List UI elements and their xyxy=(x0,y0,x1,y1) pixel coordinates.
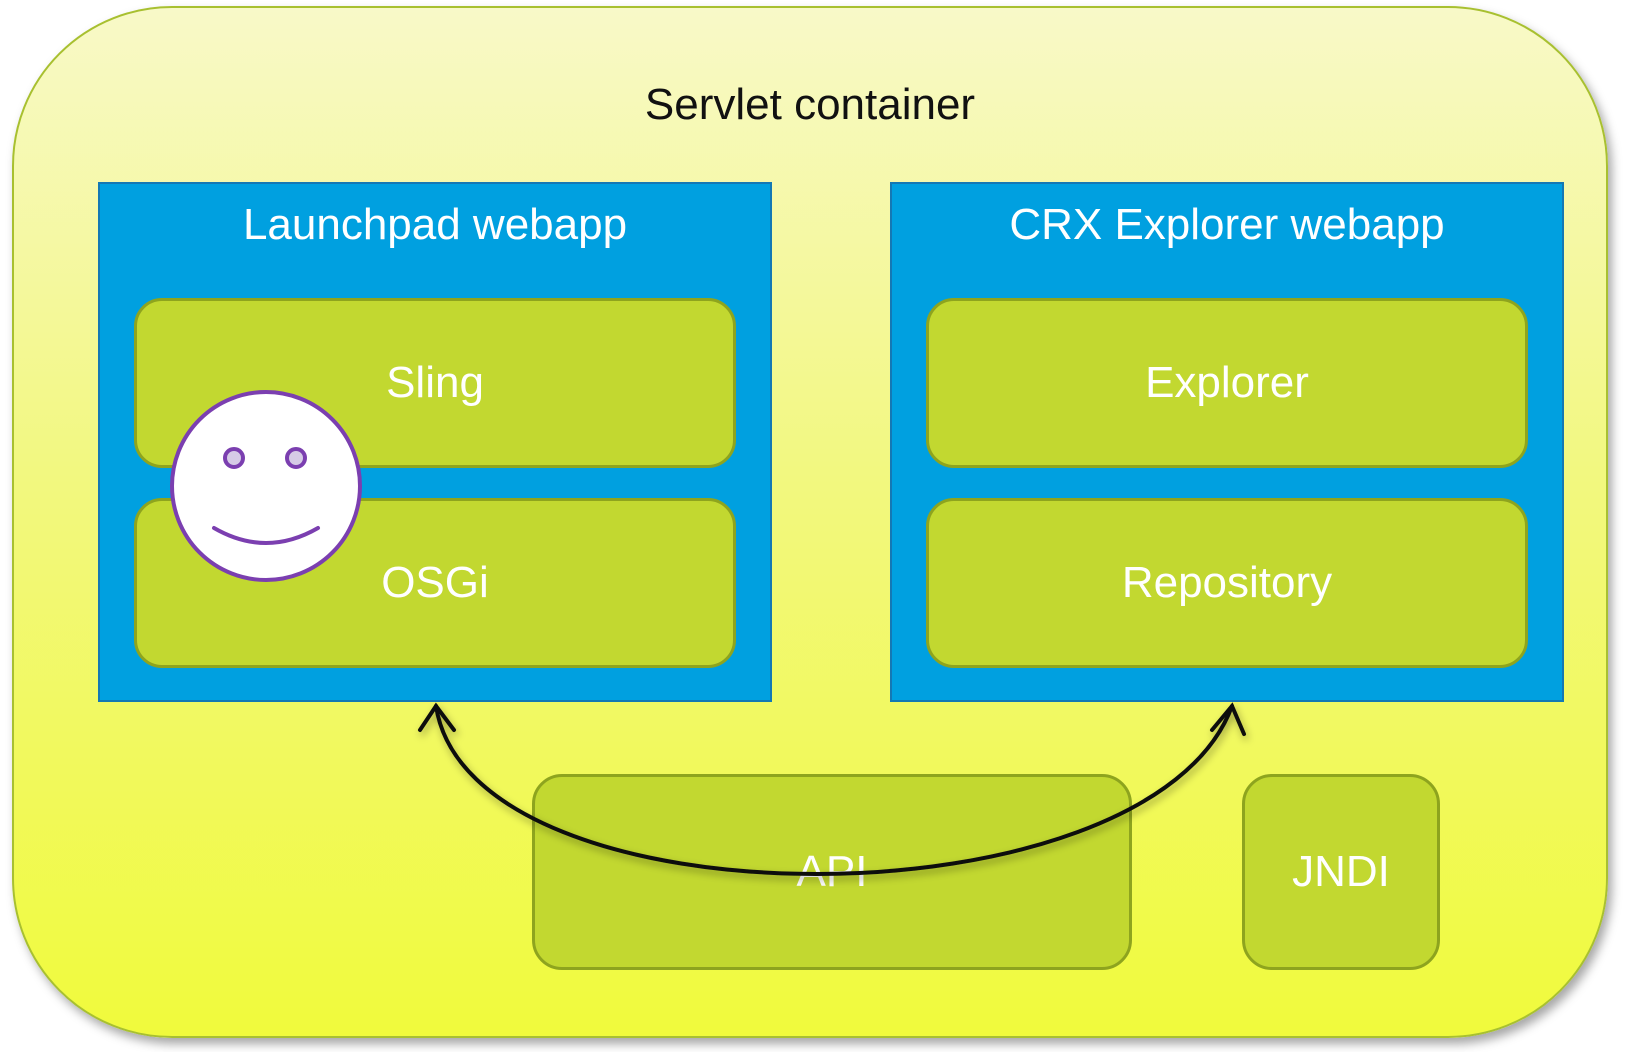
smiley-face-icon xyxy=(170,390,362,582)
repository-block: Repository xyxy=(926,498,1528,668)
osgi-block: OSGi xyxy=(134,498,736,668)
explorer-block: Explorer xyxy=(926,298,1528,468)
servlet-container-title: Servlet container xyxy=(644,80,976,129)
arrow-head-left xyxy=(418,702,456,732)
jndi-block: JNDI xyxy=(1242,774,1440,970)
arrow-curve xyxy=(434,704,1234,876)
arrow-head-right xyxy=(1210,702,1246,736)
crx-explorer-webapp-title: CRX Explorer webapp xyxy=(1009,200,1445,249)
launchpad-webapp-title: Launchpad webapp xyxy=(242,200,628,249)
